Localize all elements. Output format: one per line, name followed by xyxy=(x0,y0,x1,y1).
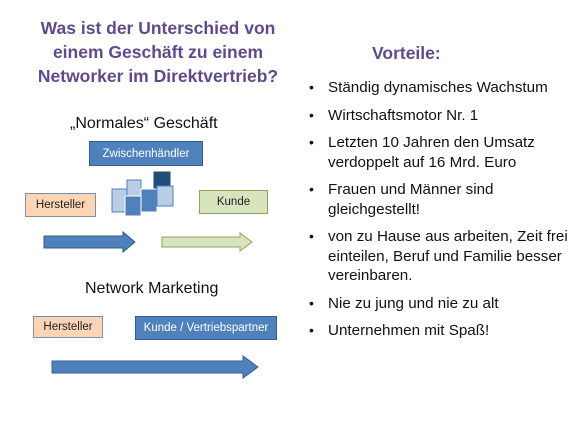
hersteller-box-network: Hersteller xyxy=(33,316,103,338)
arrow-right-green-icon xyxy=(161,232,253,252)
bullet-icon: • xyxy=(309,294,314,311)
vorteile-heading: Vorteile: xyxy=(372,43,441,63)
hersteller-box: Hersteller xyxy=(25,193,96,217)
zwischenhaendler-box: Zwischenhändler xyxy=(89,141,203,166)
list-item: • Wirtschaftsmotor Nr. 1 xyxy=(306,106,568,126)
benefits-list: • Ständig dynamisches Wachstum • Wirtschaf… xyxy=(306,78,568,349)
benefit-text: Nie zu jung und nie zu alt xyxy=(328,294,499,312)
list-item: • Nie zu jung und nie zu alt xyxy=(306,294,568,314)
arrow-right-long-icon xyxy=(51,355,259,379)
kunde-vertriebspartner-box: Kunde / Vertriebspartner xyxy=(135,316,277,340)
title-line-3: Networker im Direktvertrieb? xyxy=(37,66,279,86)
benefit-text: Wirtschaftsmotor Nr. 1 xyxy=(328,106,479,124)
list-item: • Unternehmen mit Spaß! xyxy=(306,321,568,341)
network-marketing-heading: Network Marketing xyxy=(85,280,219,297)
normal-business-heading: „Normales“ Geschäft xyxy=(70,115,218,132)
arrow-right-icon xyxy=(43,230,136,254)
bullet-icon: • xyxy=(309,181,314,197)
slide-title: Was ist der Unterschied von einem Geschä… xyxy=(10,16,306,88)
bullet-icon: • xyxy=(309,79,314,95)
list-item: • Ständig dynamisches Wachstum xyxy=(306,78,568,98)
list-item: • Letzten 10 Jahren den Umsatz verdoppelt… xyxy=(306,133,568,172)
benefit-text: Unternehmen mit Spaß! xyxy=(328,322,490,339)
bullet-icon: • xyxy=(309,106,314,123)
benefit-text: Letzten 10 Jahren den Umsatz verdoppelt … xyxy=(328,134,535,171)
buildings-icon xyxy=(111,170,174,217)
benefit-text: von zu Hause aus arbeiten, Zeit frei ein… xyxy=(328,228,568,284)
kunde-box: Kunde xyxy=(199,190,268,214)
list-item: • Frauen und Männer sind gleichgestellt! xyxy=(306,180,568,219)
list-item: • von zu Hause aus arbeiten, Zeit frei ei… xyxy=(306,227,568,286)
benefit-text: Frauen und Männer sind gleichgestellt! xyxy=(328,181,494,218)
title-line-2: einem Geschäft zu einem xyxy=(52,42,264,62)
bullet-icon: • xyxy=(309,322,314,338)
bullet-icon: • xyxy=(309,134,314,150)
title-line-1: Was ist der Unterschied von xyxy=(40,18,276,38)
bullet-icon: • xyxy=(309,228,314,244)
benefit-text: Ständig dynamisches Wachstum xyxy=(328,79,548,96)
